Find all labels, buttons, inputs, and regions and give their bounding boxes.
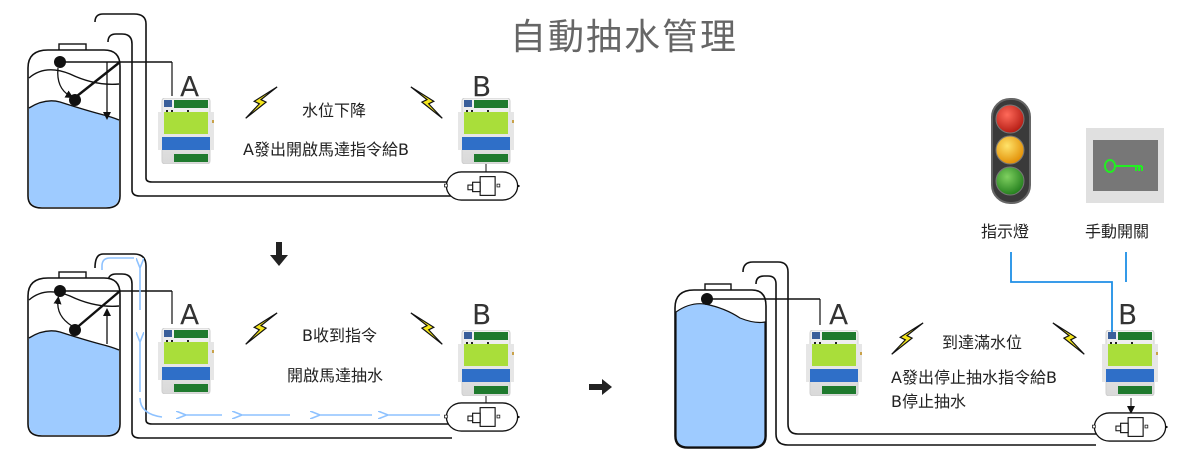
water-level xyxy=(29,100,119,207)
panel-full xyxy=(674,252,1168,449)
signal-bolt-icon xyxy=(891,322,924,355)
message-line: 到達滿水位 xyxy=(942,333,1023,352)
controller-a xyxy=(158,328,214,394)
controller-b xyxy=(458,98,514,164)
controller-b xyxy=(1102,330,1158,396)
message-line: A發出停止抽水指令給B xyxy=(891,368,1057,387)
pump-motor-icon xyxy=(1092,412,1168,442)
page-title: 自動抽水管理 xyxy=(510,17,739,58)
message-line: 開啟馬達抽水 xyxy=(287,366,384,385)
key-icon xyxy=(1104,159,1143,173)
message-line: A發出開啟馬達指令給B xyxy=(243,140,409,159)
panel-pumping xyxy=(27,253,520,439)
signal-bolt-icon xyxy=(245,312,278,345)
signal-bolt-icon xyxy=(410,86,443,119)
traffic-light-icon xyxy=(991,98,1031,204)
pump-motor-icon xyxy=(444,171,520,201)
float-sensor-top xyxy=(54,56,66,68)
message-line: 水位下降 xyxy=(302,101,367,120)
water-level-full xyxy=(675,303,766,448)
controller-a-label: A xyxy=(180,298,200,331)
pump-motor-icon xyxy=(444,402,520,432)
controller-a xyxy=(158,98,214,164)
pipe-outer xyxy=(94,13,452,183)
key-switch-icon[interactable] xyxy=(1086,128,1164,203)
controller-a-label: A xyxy=(180,70,200,103)
controller-b xyxy=(458,330,514,396)
message-line: B收到指令 xyxy=(302,326,377,345)
float-sensor-bottom xyxy=(69,94,81,106)
controller-a-label: A xyxy=(829,298,849,331)
float-sensor-top xyxy=(701,293,713,305)
panel-water-low xyxy=(27,13,520,209)
message-line: B停止抽水 xyxy=(891,392,966,411)
controller-b-label: B xyxy=(472,298,492,331)
pipe-inner xyxy=(107,33,452,197)
controller-a xyxy=(806,330,862,396)
signal-bolt-icon xyxy=(245,86,278,119)
signal-bolt-icon xyxy=(410,312,443,345)
controller-b-label: B xyxy=(1118,298,1138,331)
water-flow-arrows xyxy=(101,257,440,417)
indicator-light-label: 指示燈 xyxy=(981,222,1030,241)
water-level xyxy=(29,330,119,435)
signal-bolt-icon xyxy=(1052,322,1085,355)
arrow-right-icon xyxy=(589,379,612,395)
indicator-signal-line xyxy=(1010,252,1113,332)
controller-b-label: B xyxy=(472,70,492,103)
arrow-down-icon xyxy=(270,242,288,266)
manual-switch-label: 手動開關 xyxy=(1085,222,1150,241)
